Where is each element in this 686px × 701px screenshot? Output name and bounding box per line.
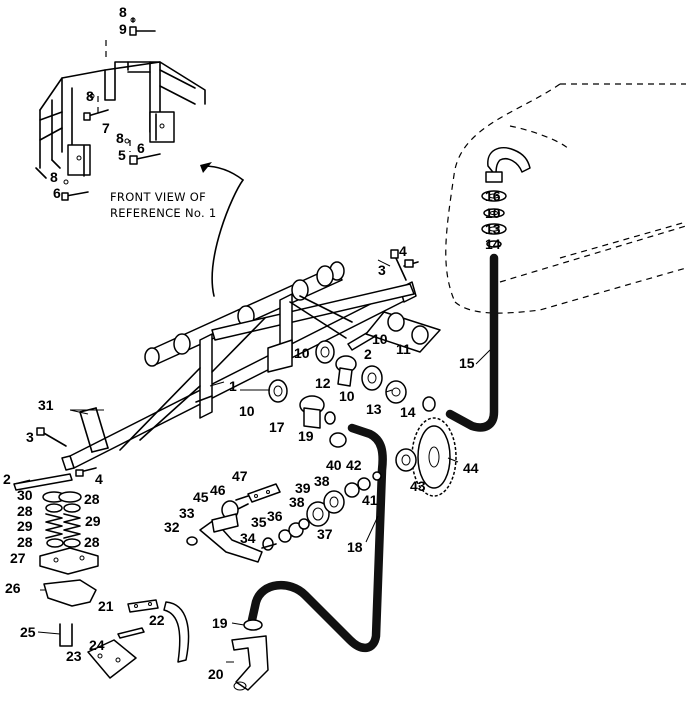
callout-6: 6 <box>137 140 145 156</box>
callout-43: 43 <box>410 478 426 494</box>
callout-10: 10 <box>339 388 355 404</box>
callout-29: 29 <box>17 518 33 534</box>
tank-outline <box>445 83 686 314</box>
frame-bolts-top <box>390 249 419 281</box>
inset-caption-line-2: REFERENCE No. 1 <box>110 206 217 220</box>
callout-38: 38 <box>314 473 330 489</box>
hub-parts <box>268 311 441 448</box>
reference-arrow <box>211 179 244 297</box>
callout-22: 22 <box>149 612 165 628</box>
callout-11: 11 <box>396 341 411 357</box>
callout-41: 41 <box>362 492 378 508</box>
callout-45: 45 <box>193 489 209 505</box>
callout-34: 34 <box>240 530 256 546</box>
hose-15 <box>445 253 499 432</box>
callout-14: 14 <box>485 236 501 252</box>
callout-23: 23 <box>66 648 82 664</box>
callout-44: 44 <box>463 460 479 476</box>
callout-32: 32 <box>164 519 180 535</box>
main-frame <box>61 261 417 471</box>
callout-2: 2 <box>364 346 372 362</box>
lower-left-parts <box>43 579 190 679</box>
callout-16: 16 <box>485 188 501 204</box>
callout-2: 2 <box>3 471 11 487</box>
callout-47: 47 <box>232 468 248 484</box>
callout-13: 13 <box>366 401 382 417</box>
callout-18: 18 <box>347 539 363 555</box>
callout-19: 19 <box>298 428 314 444</box>
callout-20: 20 <box>208 666 224 682</box>
callout-28: 28 <box>17 534 33 550</box>
callout-25: 25 <box>20 624 36 640</box>
callout-10: 10 <box>372 331 388 347</box>
outlet-parts <box>231 619 269 691</box>
callout-28: 28 <box>17 503 33 519</box>
tank-fitting-stack <box>481 190 507 248</box>
callout-31: 31 <box>38 397 54 413</box>
callout-8: 8 <box>50 169 58 185</box>
callout-3: 3 <box>26 429 34 445</box>
callout-5: 5 <box>118 147 126 163</box>
callout-29: 29 <box>85 513 101 529</box>
callout-13: 13 <box>485 221 501 237</box>
callout-36: 36 <box>267 508 283 524</box>
callout-labels: 8 9 8 7 8 5 6 8 6 16 10 13 14 15 4 3 10 … <box>3 4 501 682</box>
callout-27: 27 <box>10 550 26 566</box>
spring-assembly <box>39 491 99 575</box>
callout-28: 28 <box>84 534 100 550</box>
callout-1: 1 <box>229 378 237 394</box>
callout-9: 9 <box>119 21 127 37</box>
callout-19: 19 <box>212 615 228 631</box>
callout-38: 38 <box>289 494 305 510</box>
callout-39: 39 <box>295 480 311 496</box>
inset-caption-line-1: FRONT VIEW OF <box>110 190 206 204</box>
sprocket-44 <box>395 417 457 497</box>
callout-3: 3 <box>378 262 386 278</box>
arrow-head-icon <box>200 162 212 173</box>
callout-21: 21 <box>98 598 114 614</box>
callout-12: 12 <box>315 375 331 391</box>
callout-40: 40 <box>326 457 342 473</box>
callout-46: 46 <box>210 482 226 498</box>
callout-4: 4 <box>399 243 407 259</box>
callout-8: 8 <box>86 88 94 104</box>
callout-10: 10 <box>294 345 310 361</box>
callout-30: 30 <box>17 487 33 503</box>
callout-37: 37 <box>317 526 333 542</box>
callout-6: 6 <box>53 185 61 201</box>
callout-14: 14 <box>400 404 416 420</box>
callout-42: 42 <box>346 457 362 473</box>
caption: FRONT VIEW OF REFERENCE No. 1 <box>110 190 217 220</box>
callout-10: 10 <box>485 205 501 221</box>
callout-26: 26 <box>5 580 21 596</box>
inset-front-view <box>35 17 206 201</box>
callout-10: 10 <box>239 403 255 419</box>
callout-4: 4 <box>95 471 103 487</box>
callout-33: 33 <box>179 505 195 521</box>
callout-24: 24 <box>89 637 105 653</box>
callout-8: 8 <box>116 130 124 146</box>
callout-17: 17 <box>269 419 285 435</box>
leader-lines <box>13 259 491 663</box>
drive-shaft-assembly <box>186 471 382 563</box>
hose-18 <box>247 423 387 652</box>
callout-8: 8 <box>119 4 127 20</box>
callout-15: 15 <box>459 355 475 371</box>
callout-28: 28 <box>84 491 100 507</box>
callout-35: 35 <box>251 514 267 530</box>
clamp-parts-left <box>13 407 109 491</box>
callout-7: 7 <box>102 120 110 136</box>
